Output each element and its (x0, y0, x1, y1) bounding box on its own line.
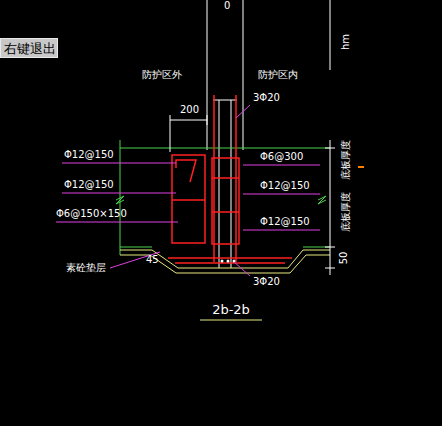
rebar-label: 3Φ20 (253, 276, 280, 288)
dimension-line (330, 140, 331, 275)
stirrup (212, 158, 239, 244)
dimension-line (330, 0, 331, 70)
wall-line (219, 100, 220, 268)
foundation-outline (120, 250, 330, 268)
dimension-tick (207, 115, 208, 125)
rebar-dot (221, 260, 224, 263)
leader-line (243, 165, 320, 166)
zone-label: 防护区内 (258, 69, 298, 81)
dimension-text: hm (340, 34, 352, 50)
tooltip-text: 右键退出 (4, 41, 54, 57)
tooltip-box: 右键退出 (0, 38, 58, 58)
marker (358, 166, 364, 168)
rebar (212, 177, 239, 179)
wall-edge (243, 0, 244, 150)
angle-text: 45 (146, 254, 159, 266)
dimension-text: 50 (338, 252, 350, 265)
rebar-label: Φ12@150 (260, 216, 310, 228)
dimension-text: 0 (224, 0, 230, 12)
zone-label: 防护区外 (142, 69, 182, 81)
dimension-tick (325, 247, 335, 248)
rebar-label: Φ12@150 (260, 180, 310, 192)
slab-bottom (120, 247, 152, 248)
leader-line (62, 193, 176, 194)
wall-line (213, 100, 237, 101)
material-label: 素砼垫层 (66, 262, 106, 274)
leader-line (56, 222, 178, 223)
wall-line (231, 100, 232, 268)
rebar (172, 199, 205, 201)
leader-line (243, 230, 320, 231)
rebar-label: Φ12@150 (64, 179, 114, 191)
leader-line (62, 163, 176, 164)
rebar-label: Φ12@150 (64, 149, 114, 161)
dimension-tick (170, 115, 171, 152)
dimension-text: 200 (180, 104, 199, 116)
leader-line (234, 262, 250, 276)
break-mark (116, 196, 124, 204)
rebar-dot (227, 260, 230, 263)
rebar (212, 211, 239, 213)
rebar-label: Φ6@150×150 (56, 208, 127, 220)
break-mark (318, 196, 326, 204)
leader-line (243, 194, 320, 195)
rebar (168, 257, 292, 259)
cushion-outline (120, 255, 330, 273)
leader-line (236, 105, 250, 118)
dimension-text: 底板厚度 (340, 192, 352, 232)
dimension-tick (325, 148, 335, 149)
wall-edge (207, 0, 208, 150)
dimension-line (170, 120, 207, 121)
leader-line (110, 252, 160, 268)
caption-underline (200, 320, 262, 321)
rebar-label: 3Φ20 (253, 92, 280, 104)
rebar-label: Φ6@300 (260, 151, 303, 163)
rebar (175, 262, 285, 264)
slab-top (120, 148, 330, 149)
stirrup (172, 155, 205, 243)
dimension-tick (325, 268, 335, 269)
rebar-hook (176, 160, 196, 182)
dimension-text: 底板厚度 (340, 140, 352, 180)
section-caption: 2b-2b (212, 302, 250, 317)
